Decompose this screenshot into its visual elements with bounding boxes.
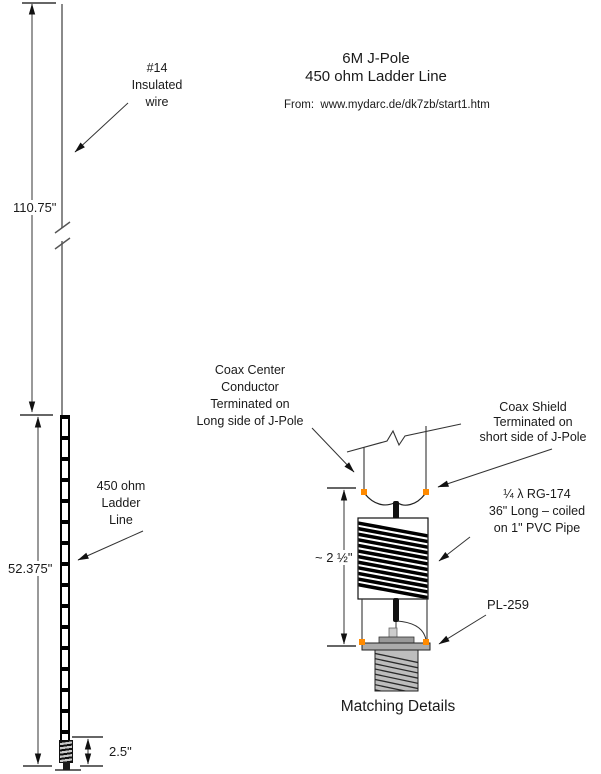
coax-center-arrow bbox=[311, 427, 355, 473]
wire-label: #14 Insulated wire bbox=[131, 61, 183, 109]
ladder-break-symbol bbox=[346, 423, 462, 453]
stub-dimension-label: 2.5" bbox=[107, 744, 134, 759]
wire-label-arrow bbox=[74, 102, 129, 153]
coax-coil bbox=[358, 521, 428, 599]
pl259-label: PL-259 bbox=[487, 597, 529, 612]
source-url-text: From: www.mydarc.de/dk7zb/start1.htm bbox=[284, 99, 490, 111]
pl259-threads bbox=[375, 652, 418, 691]
mounting-plate bbox=[361, 642, 431, 651]
terminal-dot bbox=[359, 639, 365, 645]
center-conductor-wire bbox=[364, 493, 395, 506]
coupling-ring bbox=[378, 636, 415, 644]
coax-shield-arrow bbox=[437, 448, 553, 488]
matching-diagram bbox=[346, 423, 462, 692]
coax-lower-segment bbox=[393, 598, 399, 622]
terminal-dot bbox=[423, 489, 429, 495]
rg174-arrow bbox=[438, 536, 471, 562]
matching-details-caption: Matching Details bbox=[340, 698, 456, 715]
page-title-line2: 450 ohm Ladder Line bbox=[305, 68, 447, 85]
dimension-ticks bbox=[20, 2, 356, 767]
shield-wire bbox=[397, 493, 426, 506]
coax-center-label: Coax Center Conductor Terminated on Long… bbox=[196, 363, 304, 428]
ladder-line-graphic bbox=[60, 415, 70, 740]
terminal-dot bbox=[423, 639, 429, 645]
page-title-line1: 6M J-Pole bbox=[342, 50, 410, 67]
shield-braid-wire bbox=[396, 620, 427, 641]
stub-connector-graphic bbox=[63, 762, 70, 770]
terminal-dot bbox=[361, 489, 367, 495]
coax-shield-label: Coax Shield Terminated on short side of … bbox=[479, 400, 587, 444]
ladder-line-label: 450 ohm Ladder Line bbox=[96, 479, 146, 527]
matching-section-dimension-label: 52.375" bbox=[6, 561, 55, 576]
stub-coax-coil-graphic bbox=[59, 740, 73, 763]
pl259-arrow bbox=[438, 614, 487, 645]
rg174-label: ¼ λ RG-174 36" Long – coiled on 1" PVC P… bbox=[488, 487, 586, 535]
coax-upper-segment bbox=[393, 501, 399, 519]
leader-arrows bbox=[74, 102, 553, 645]
wire-break-symbol bbox=[54, 221, 71, 250]
coil-dimension-label: ~ 2 ½" bbox=[313, 550, 355, 565]
radiator-dimension-label: 110.75" bbox=[11, 200, 59, 215]
ladder-label-arrow bbox=[77, 530, 144, 561]
